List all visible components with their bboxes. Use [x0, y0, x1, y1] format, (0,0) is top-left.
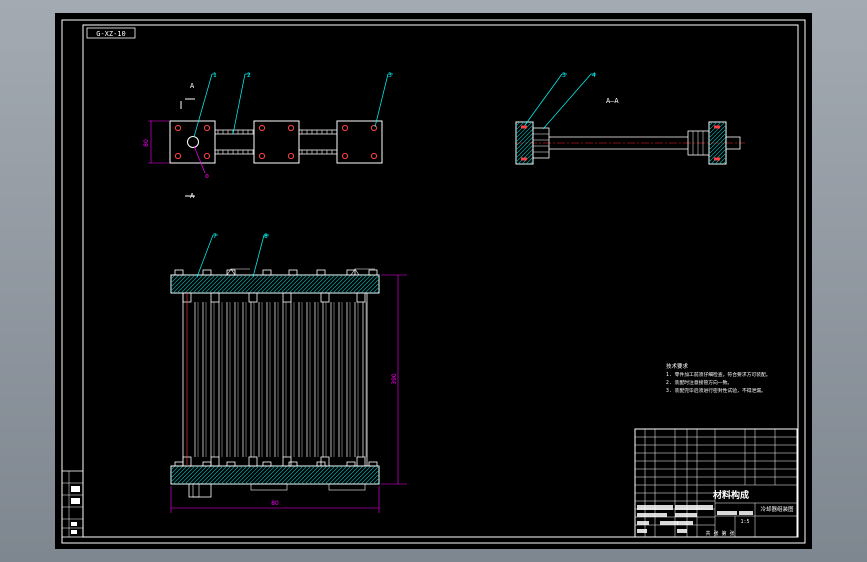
top-plate-middle: [253, 120, 300, 164]
bolt-icon: [258, 152, 266, 160]
outlet-stub: [725, 136, 741, 150]
bolt-icon: [370, 152, 378, 160]
front-view: 390 80 7 8: [170, 233, 407, 513]
notes-line-2: 2. 装配时注意接管方向一致。: [666, 379, 732, 386]
callout-2: 2: [247, 72, 251, 79]
connector-bars: [215, 129, 337, 155]
drawing-number-box: [86, 27, 136, 39]
title-block-sheet: 共 张 第 张: [705, 530, 734, 537]
bolt-icon: [341, 152, 349, 160]
title-block-drawing-name: 冷却器组装图: [760, 505, 794, 513]
callout-3: 3: [388, 72, 392, 79]
bolt-icon: [341, 124, 349, 132]
center-hole: [187, 136, 199, 148]
notes-line-3: 3. 装配完毕后须进行密封性试验，不得泄漏。: [666, 387, 766, 394]
side-callout-3: 3: [562, 72, 566, 79]
bolt-icon: [203, 124, 211, 132]
top-view: 80: [143, 72, 393, 200]
side-bolts: [521, 125, 720, 161]
bolt-icon: [521, 125, 527, 129]
front-callout-8: 8: [264, 233, 268, 240]
bolt-icon: [203, 152, 211, 160]
drawing-sheet[interactable]: G-XZ-10 80: [55, 13, 812, 549]
cut-label-top: A: [190, 82, 195, 90]
cut-label-bottom: A: [190, 192, 195, 200]
left-nut: [532, 127, 550, 159]
technical-notes: 技术要求 1. 零件加工前须仔细检查，符合要求方可装配。 2. 装配时注意接管方…: [666, 362, 771, 394]
bolt-icon: [287, 124, 295, 132]
bolt-icon: [287, 152, 295, 160]
callout-1: 1: [213, 72, 217, 79]
hole-callout: Φ: [205, 174, 209, 180]
dimension-text-width: 80: [271, 500, 279, 507]
title-block-scale: 1:5: [740, 519, 749, 525]
top-bolts: [174, 124, 378, 160]
left-revision-table: [61, 470, 84, 538]
connector-ticks: [217, 130, 333, 154]
outer-frame: [61, 19, 806, 544]
bottom-header-hatch: [170, 465, 380, 485]
top-plate-right: [336, 120, 383, 164]
side-callout-4: 4: [592, 72, 596, 79]
dimension-text-height: 390: [391, 373, 398, 385]
top-plate-left: [169, 120, 216, 164]
right-flange-hatch: [708, 121, 727, 165]
bottom-foot-left: [188, 483, 212, 498]
dimension-text-top-left: 80: [143, 139, 150, 147]
front-callout-7: 7: [213, 233, 217, 240]
bolt-icon: [714, 125, 720, 129]
left-flange-hatch: [515, 121, 534, 165]
inner-frame: [82, 24, 799, 538]
title-block-title: 材料构成: [712, 489, 749, 501]
bolt-icon: [370, 124, 378, 132]
top-header-hatch: [170, 274, 380, 294]
drawing-number: G-XZ-10: [96, 30, 126, 38]
section-label: A—A: [606, 97, 619, 105]
side-section-view: A—A: [515, 72, 745, 165]
notes-line-1: 1. 零件加工前须仔细检查，符合要求方可装配。: [666, 371, 771, 378]
bolt-icon: [714, 157, 720, 161]
bolt-icon: [174, 152, 182, 160]
title-block: 材料构成 冷却器组装图 1:5 共 张 第 张: [634, 428, 798, 538]
bolt-icon: [258, 124, 266, 132]
bolt-icon: [174, 124, 182, 132]
bolt-icon: [521, 157, 527, 161]
tube-bundle: [194, 302, 367, 457]
notes-title: 技术要求: [666, 362, 689, 370]
drawing-canvas: G-XZ-10 80: [61, 19, 806, 544]
